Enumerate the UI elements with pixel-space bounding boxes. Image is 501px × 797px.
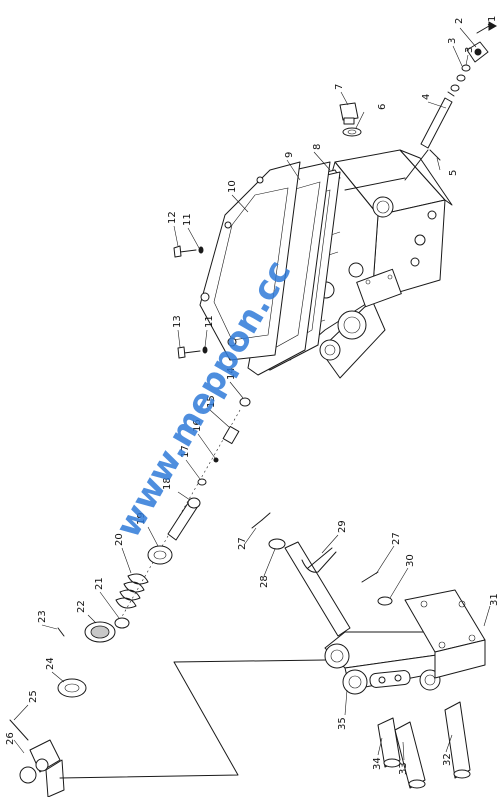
part-labels: 1 2 3 3 4 5 6 7 8 9 10 11 12 13 11 14 15… [5, 16, 500, 775]
part-label-p35: 35 [337, 717, 348, 730]
handle-linkage [251, 512, 486, 789]
part-label-p29: 29 [337, 520, 348, 533]
top-right-parts [339, 21, 498, 161]
part-label-p18: 18 [162, 477, 173, 490]
part-label-p13: 13 [172, 315, 183, 328]
part-label-p26: 26 [5, 732, 16, 745]
part-label-p8: 8 [312, 144, 323, 150]
part-label-p31: 31 [489, 593, 500, 606]
part-label-p11a: 11 [182, 213, 193, 226]
part-label-p5: 5 [448, 170, 459, 176]
part-label-p12: 12 [167, 211, 178, 224]
leader-lines [13, 23, 491, 761]
part-label-p19: 19 [136, 512, 147, 525]
part-label-p9: 9 [284, 152, 295, 158]
part-label-p22: 22 [76, 600, 87, 613]
spool-assembly [9, 397, 251, 797]
part-label-p7: 7 [334, 84, 345, 90]
part-label-p34: 34 [372, 757, 383, 770]
part-label-p23: 23 [37, 610, 48, 623]
part-label-p33: 33 [398, 762, 409, 775]
part-label-p30: 30 [405, 554, 416, 567]
part-label-p24: 24 [45, 657, 56, 670]
part-label-p14: 14 [226, 367, 237, 380]
part-label-p2: 2 [454, 18, 465, 24]
part-label-p10: 10 [227, 180, 238, 193]
part-label-p6: 6 [377, 104, 388, 110]
part-label-p20: 20 [114, 533, 125, 546]
part-label-p1: 1 [487, 16, 498, 22]
part-label-p17: 17 [180, 445, 191, 458]
cover-bolts [173, 245, 208, 359]
part-label-p27b: 27 [391, 532, 402, 545]
part-label-p3a: 3 [447, 38, 458, 44]
part-label-p25: 25 [28, 690, 39, 703]
gasket-and-cover [199, 161, 341, 376]
connection-lines [59, 149, 429, 779]
part-label-p11b: 11 [204, 315, 215, 328]
part-label-p32: 32 [442, 753, 453, 766]
part-label-p4: 4 [421, 94, 432, 100]
part-label-p16: 16 [192, 419, 203, 432]
part-label-p21: 21 [94, 577, 105, 590]
part-label-p28: 28 [259, 575, 270, 588]
part-label-p27a: 27 [237, 537, 248, 550]
part-label-p15: 15 [206, 395, 217, 408]
part-label-p3b: 3 [464, 47, 475, 53]
